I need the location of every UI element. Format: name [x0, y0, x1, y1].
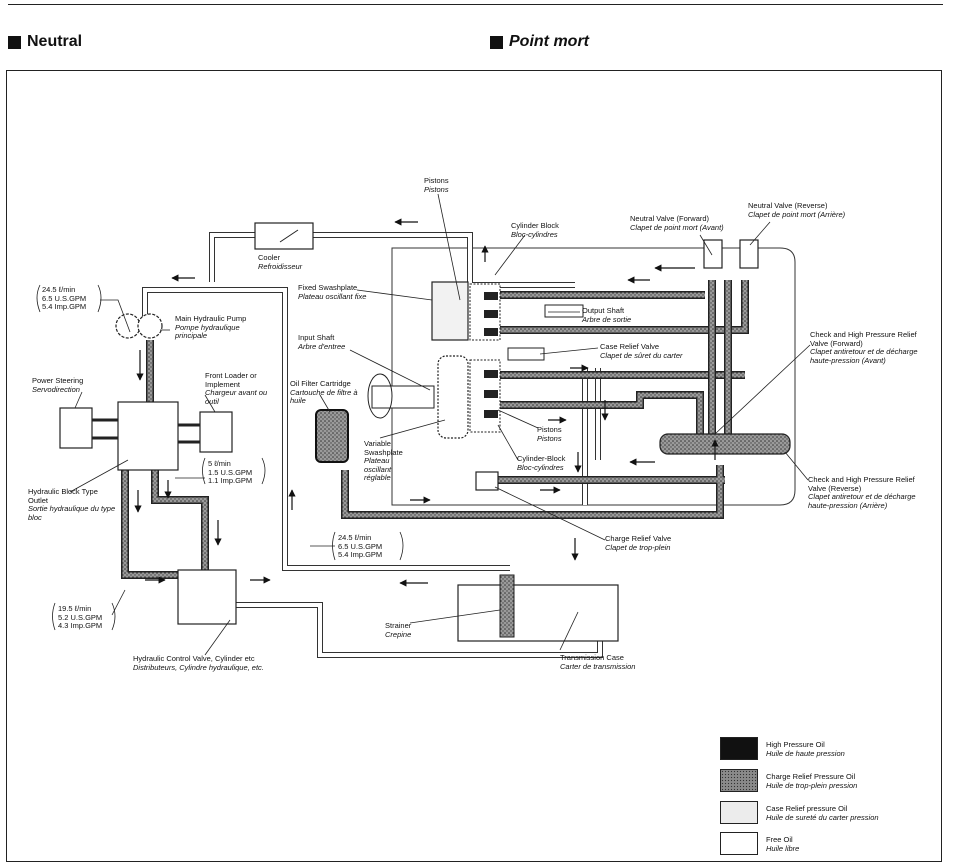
legend-swatch-high-pressure	[720, 737, 758, 760]
neutral-valve-reverse	[739, 239, 759, 269]
legend-swatch-free-oil	[720, 832, 758, 855]
heading-marker-icon	[490, 35, 503, 49]
input-shaft	[371, 385, 435, 409]
case-relief-valve	[507, 347, 545, 361]
legend-swatch-case-relief	[720, 801, 758, 824]
neutral-valve-forward	[703, 239, 723, 269]
flow-arrows	[134, 218, 719, 587]
upper-pistons	[484, 292, 498, 336]
output-shaft	[544, 304, 584, 318]
flow-brackets	[36, 284, 404, 631]
leader-lines	[69, 193, 811, 656]
label-check-hp-forward: Check and High Pressure Relief Valve (Fo…	[810, 330, 918, 365]
front-loader-box	[199, 411, 233, 453]
heading-neutral: Neutral	[8, 33, 82, 51]
power-steering-box	[59, 407, 93, 449]
label-check-hp-reverse: Check and High Pressure Relief Valve (Re…	[808, 475, 916, 510]
charge-relief-valve	[475, 471, 499, 491]
diagram-frame	[6, 70, 942, 862]
transmission-case-sump	[457, 584, 619, 642]
lower-pistons	[484, 370, 498, 418]
check-relief-valve-assembly	[659, 433, 791, 455]
legend-swatch-charge-relief	[720, 769, 758, 792]
main-hydraulic-pump	[115, 313, 163, 339]
heading-neutral-text: Neutral	[27, 33, 83, 50]
label-neutral-valve-forward: Neutral Valve (Forward)Clapet de point m…	[630, 214, 724, 232]
fixed-swashplate	[431, 281, 469, 341]
hydraulic-block	[117, 401, 179, 471]
top-rule	[8, 4, 943, 5]
label-neutral-valve-reverse: Neutral Valve (Reverse)Clapet de point m…	[748, 201, 846, 219]
oil-filter-cartridge	[315, 409, 349, 463]
variable-swashplate	[437, 355, 469, 439]
heading-point-mort: Point mort	[490, 33, 589, 51]
heading-marker-icon	[8, 35, 21, 49]
control-valve-box	[177, 569, 237, 625]
transmission-housing	[391, 247, 796, 506]
cooler	[254, 222, 314, 250]
strainer	[499, 574, 515, 638]
heading-point-mort-text: Point mort	[509, 33, 589, 50]
